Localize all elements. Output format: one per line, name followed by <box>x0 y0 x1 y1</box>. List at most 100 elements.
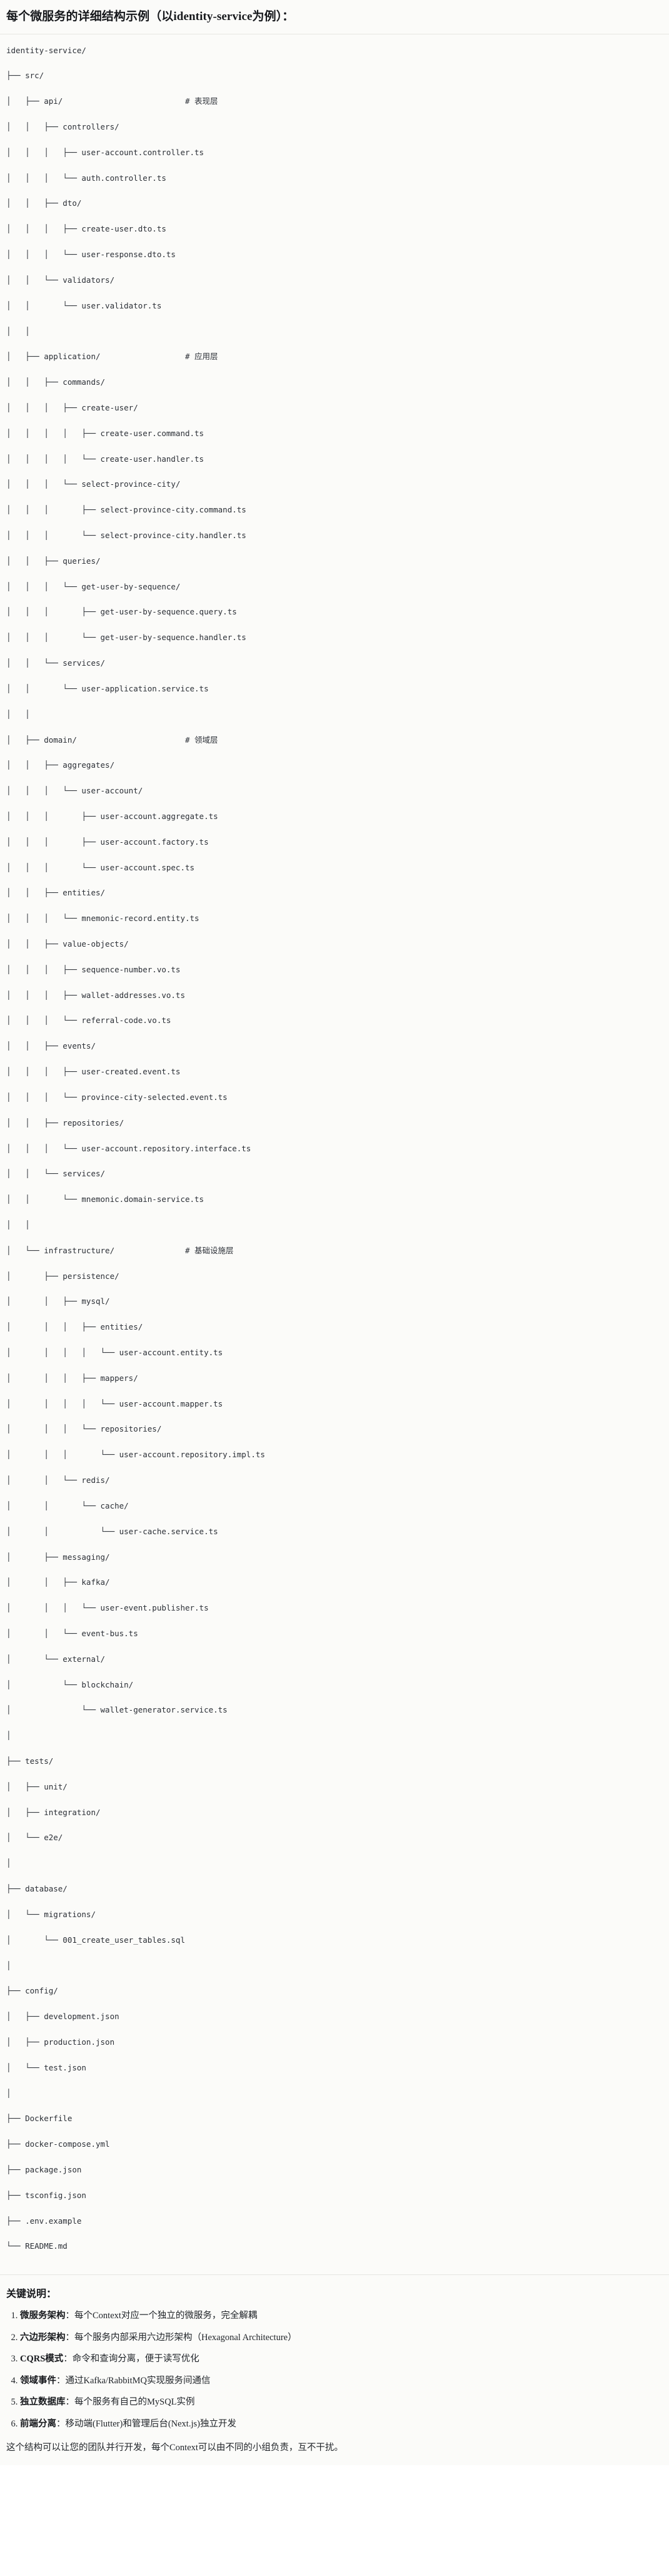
tree-line: ├── .env.example <box>6 2216 82 2226</box>
tree-line: │ │ └── user-application.service.ts <box>6 683 209 693</box>
tree-line: │ │ │ ├── create-user/ <box>6 402 138 412</box>
tree-line: │ │ └── cache/ <box>6 1500 129 1510</box>
tree-line: │ └── test.json <box>6 2062 86 2072</box>
tree-line: │ ├── messaging/ <box>6 1552 110 1562</box>
tree-line: │ │ │ │ └── user-account.entity.ts <box>6 1348 223 1358</box>
tree-line: │ ├── integration/ <box>6 1807 101 1817</box>
tree-line: │ │ │ ├── mappers/ <box>6 1373 138 1383</box>
tree-line: │ └── blockchain/ <box>6 1679 134 1689</box>
key-note-description: 每个Context对应一个独立的微服务，完全解耦 <box>74 2311 258 2321</box>
key-note-description: 通过Kafka/RabbitMQ实现服务间通信 <box>65 2375 211 2386</box>
tree-line: │ └── external/ <box>6 1654 106 1664</box>
key-note-term: 前端分离 <box>20 2418 56 2429</box>
tree-line: │ ├── application/ # 应用层 <box>6 352 218 362</box>
tree-line: │ │ │ └── referral-code.vo.ts <box>6 1016 171 1026</box>
tree-line: │ <box>6 1731 11 1741</box>
tree-line: │ │ │ └── user-account.repository.impl.t… <box>6 1450 265 1460</box>
tree-line: │ ├── api/ # 表现层 <box>6 96 218 106</box>
tree-line: │ │ ├── dto/ <box>6 198 82 208</box>
tree-line: │ │ │ ├── user-account.controller.ts <box>6 147 204 157</box>
key-note-term: 独立数据库 <box>20 2397 66 2408</box>
tree-line: │ ├── unit/ <box>6 1781 68 1791</box>
tree-line: │ │ ├── entities/ <box>6 888 106 898</box>
tree-line: │ │ ├── repositories/ <box>6 1117 124 1128</box>
key-note-item: 前端分离：移动端(Flutter)和管理后台(Next.js)独立开发 <box>20 2417 663 2431</box>
tree-line: │ └── 001_create_user_tables.sql <box>6 1935 185 1945</box>
directory-tree: identity-service/ ├── src/ │ ├── api/ # … <box>6 44 663 2266</box>
tree-line: │ <box>6 1960 11 1970</box>
key-notes-block: 关键说明： 微服务架构：每个Context对应一个独立的微服务，完全解耦六边形架… <box>0 2275 669 2466</box>
page-title: 每个微服务的详细结构示例（以identity-service为例）： <box>6 10 294 23</box>
tree-line: │ ├── development.json <box>6 2012 119 2022</box>
tree-line: identity-service/ <box>6 45 86 55</box>
tree-line: │ │ ├── aggregates/ <box>6 760 115 770</box>
tree-line: │ │ │ └── user-account.repository.interf… <box>6 1143 251 1153</box>
tree-line: │ │ <box>6 1219 30 1229</box>
tree-line: │ │ └── mnemonic.domain-service.ts <box>6 1194 204 1204</box>
tree-line: ├── tsconfig.json <box>6 2190 86 2200</box>
key-note-separator: ： <box>65 2332 75 2343</box>
tree-line: └── README.md <box>6 2241 68 2251</box>
tree-line: │ │ <box>6 326 30 336</box>
key-note-item: 独立数据库：每个服务有自己的MySQL实例 <box>20 2395 663 2409</box>
tree-line: │ │ └── services/ <box>6 1169 106 1179</box>
tree-line: │ │ ├── queries/ <box>6 556 101 566</box>
tree-line: │ │ └── event-bus.ts <box>6 1628 138 1638</box>
key-note-description: 命令和查询分离，便于读写优化 <box>72 2354 199 2365</box>
tree-line: │ │ ├── events/ <box>6 1041 96 1051</box>
tree-line: │ │ │ └── province-city-selected.event.t… <box>6 1092 228 1102</box>
tree-line: │ │ │ │ ├── create-user.command.ts <box>6 428 204 438</box>
tree-line: │ │ ├── mysql/ <box>6 1296 110 1306</box>
tree-line: │ │ │ ├── user-created.event.ts <box>6 1067 181 1077</box>
key-notes-title: 关键说明： <box>6 2289 57 2300</box>
tree-line: │ │ │ ├── select-province-city.command.t… <box>6 505 246 515</box>
tree-line: │ │ │ └── user-event.publisher.ts <box>6 1603 209 1613</box>
tree-line: ├── config/ <box>6 1986 58 1996</box>
tree-line: │ │ │ ├── create-user.dto.ts <box>6 224 166 234</box>
tree-line: │ │ │ │ └── user-account.mapper.ts <box>6 1398 223 1408</box>
key-note-description: 移动端(Flutter)和管理后台(Next.js)独立开发 <box>65 2418 236 2429</box>
key-note-item: 微服务架构：每个Context对应一个独立的微服务，完全解耦 <box>20 2309 663 2323</box>
tree-line: │ │ │ ├── user-account.aggregate.ts <box>6 811 218 821</box>
tree-line: │ │ │ └── get-user-by-sequence.handler.t… <box>6 633 246 643</box>
tree-line: │ └── infrastructure/ # 基础设施层 <box>6 1245 234 1255</box>
tree-line: │ <box>6 2088 11 2098</box>
tree-line: │ │ ├── value-objects/ <box>6 939 129 949</box>
tree-line: │ │ │ └── repositories/ <box>6 1424 162 1434</box>
key-note-description: 每个服务有自己的MySQL实例 <box>74 2397 195 2408</box>
tree-line: │ │ │ └── user-response.dto.ts <box>6 250 176 260</box>
closing-paragraph: 这个结构可以让您的团队并行开发，每个Context可以由不同的小组负责，互不干扰… <box>6 2443 343 2453</box>
tree-line: │ ├── production.json <box>6 2037 115 2047</box>
tree-line: │ │ │ └── user-account/ <box>6 786 143 796</box>
directory-tree-block: identity-service/ ├── src/ │ ├── api/ # … <box>0 34 669 2276</box>
key-note-item: 六边形架构：每个服务内部采用六边形架构（Hexagonal Architectu… <box>20 2331 663 2344</box>
tree-line: │ │ └── services/ <box>6 658 106 668</box>
tree-line: │ │ ├── commands/ <box>6 377 106 387</box>
tree-line: │ │ │ ├── user-account.factory.ts <box>6 837 209 847</box>
tree-line: │ │ │ └── select-province-city.handler.t… <box>6 531 246 541</box>
tree-line: │ │ │ └── get-user-by-sequence/ <box>6 581 181 591</box>
tree-line: │ │ │ ├── sequence-number.vo.ts <box>6 964 181 974</box>
tree-line: │ │ └── validators/ <box>6 275 115 285</box>
key-notes-list: 微服务架构：每个Context对应一个独立的微服务，完全解耦六边形架构：每个服务… <box>6 2309 663 2431</box>
key-note-separator: ： <box>65 2311 75 2321</box>
tree-line: ├── database/ <box>6 1884 68 1894</box>
tree-line: │ │ │ ├── get-user-by-sequence.query.ts <box>6 607 237 617</box>
tree-line: │ │ └── user.validator.ts <box>6 300 162 310</box>
tree-line: │ │ ├── controllers/ <box>6 122 119 132</box>
tree-line: │ │ │ └── select-province-city/ <box>6 479 181 489</box>
key-note-separator: ： <box>56 2418 66 2429</box>
key-note-term: 领域事件 <box>20 2375 56 2386</box>
key-note-separator: ： <box>56 2375 66 2386</box>
tree-line: │ └── wallet-generator.service.ts <box>6 1705 228 1715</box>
tree-line: ├── Dockerfile <box>6 2114 73 2124</box>
tree-line: │ │ │ │ └── create-user.handler.ts <box>6 454 204 464</box>
tree-line: │ │ │ ├── entities/ <box>6 1322 143 1332</box>
document-page: 每个微服务的详细结构示例（以identity-service为例）： ident… <box>0 0 669 2465</box>
document-header: 每个微服务的详细结构示例（以identity-service为例）： <box>0 0 669 34</box>
tree-line: │ │ └── user-cache.service.ts <box>6 1526 218 1536</box>
tree-line: │ └── e2e/ <box>6 1833 63 1843</box>
tree-line: ├── package.json <box>6 2165 82 2175</box>
tree-line: │ └── migrations/ <box>6 1909 96 1919</box>
tree-line: │ │ │ └── user-account.spec.ts <box>6 862 195 872</box>
